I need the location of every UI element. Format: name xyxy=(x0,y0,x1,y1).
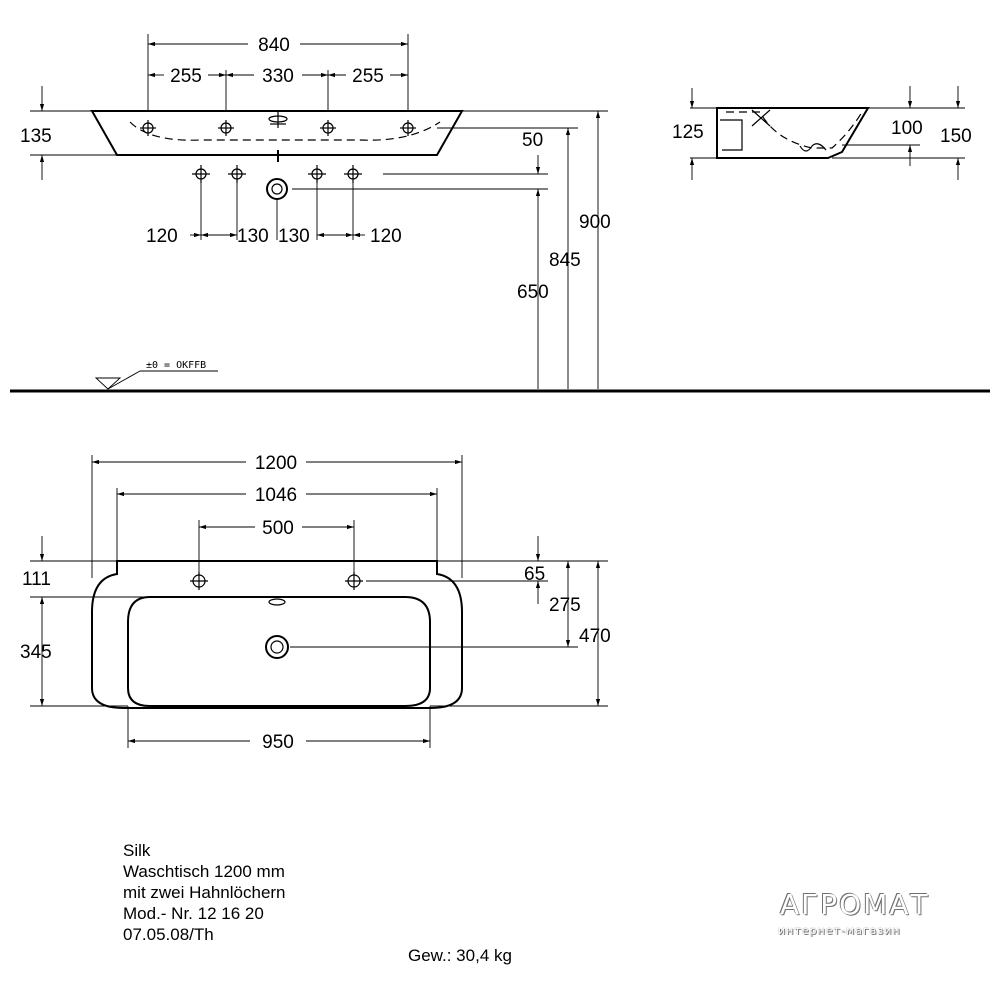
product-feature: mit zwei Hahnlöchern xyxy=(123,883,286,902)
dim-275: 275 xyxy=(549,595,581,616)
watermark-logo: АГРОМАТ xyxy=(780,888,930,921)
model-number: Mod.- Nr. 12 16 20 xyxy=(123,904,264,923)
drawing-date: 07.05.08/Th xyxy=(123,925,214,944)
watermark-subtitle: интернет-магазин xyxy=(778,924,901,937)
dim-side-150: 150 xyxy=(940,126,972,147)
basin-front-outline xyxy=(90,110,464,156)
side-view: 125 100 150 xyxy=(672,86,972,180)
top-view: 1200 1046 500 950 111 345 65 275 xyxy=(20,453,611,753)
product-description: Waschtisch 1200 mm xyxy=(123,862,285,881)
dim-130-right: 130 xyxy=(278,226,310,247)
dim-side-125: 125 xyxy=(672,122,704,143)
dim-950: 950 xyxy=(262,732,294,753)
basin-bowl-outline xyxy=(127,596,431,707)
basin-hole-marks xyxy=(140,111,416,136)
dim-120-right: 120 xyxy=(370,226,402,247)
dim-900: 900 xyxy=(579,212,611,233)
dim-470: 470 xyxy=(579,626,611,647)
dim-50: 50 xyxy=(522,130,543,151)
dim-650: 650 xyxy=(517,282,549,303)
dim-1046: 1046 xyxy=(255,485,297,506)
basin-bowl-dashed xyxy=(129,121,441,141)
weight-label: Gew.: 30,4 kg xyxy=(408,946,512,965)
dim-130-left: 130 xyxy=(237,226,269,247)
dim-845: 845 xyxy=(549,250,581,271)
dim-345: 345 xyxy=(20,642,52,663)
dim-255-left: 255 xyxy=(170,66,202,87)
dim-65: 65 xyxy=(524,564,545,585)
wall-connection-marks xyxy=(192,165,362,200)
dim-840: 840 xyxy=(258,35,290,56)
dim-1200: 1200 xyxy=(255,453,297,474)
product-name: Silk xyxy=(123,841,151,860)
dim-side-100: 100 xyxy=(891,118,923,139)
floor-reference-label: ±0 = OKFFB xyxy=(146,360,206,371)
product-info: Silk Waschtisch 1200 mm mit zwei Hahnlöc… xyxy=(123,840,286,945)
dim-255-right: 255 xyxy=(352,66,384,87)
dim-111: 111 xyxy=(22,569,51,590)
front-view: 840 255 330 255 135 120 130 130 120 xyxy=(20,34,611,390)
basin-top-outline xyxy=(91,560,463,709)
dim-120-left: 120 xyxy=(146,226,178,247)
dim-500: 500 xyxy=(262,518,294,539)
dim-330: 330 xyxy=(262,66,294,87)
dim-135: 135 xyxy=(20,126,52,147)
